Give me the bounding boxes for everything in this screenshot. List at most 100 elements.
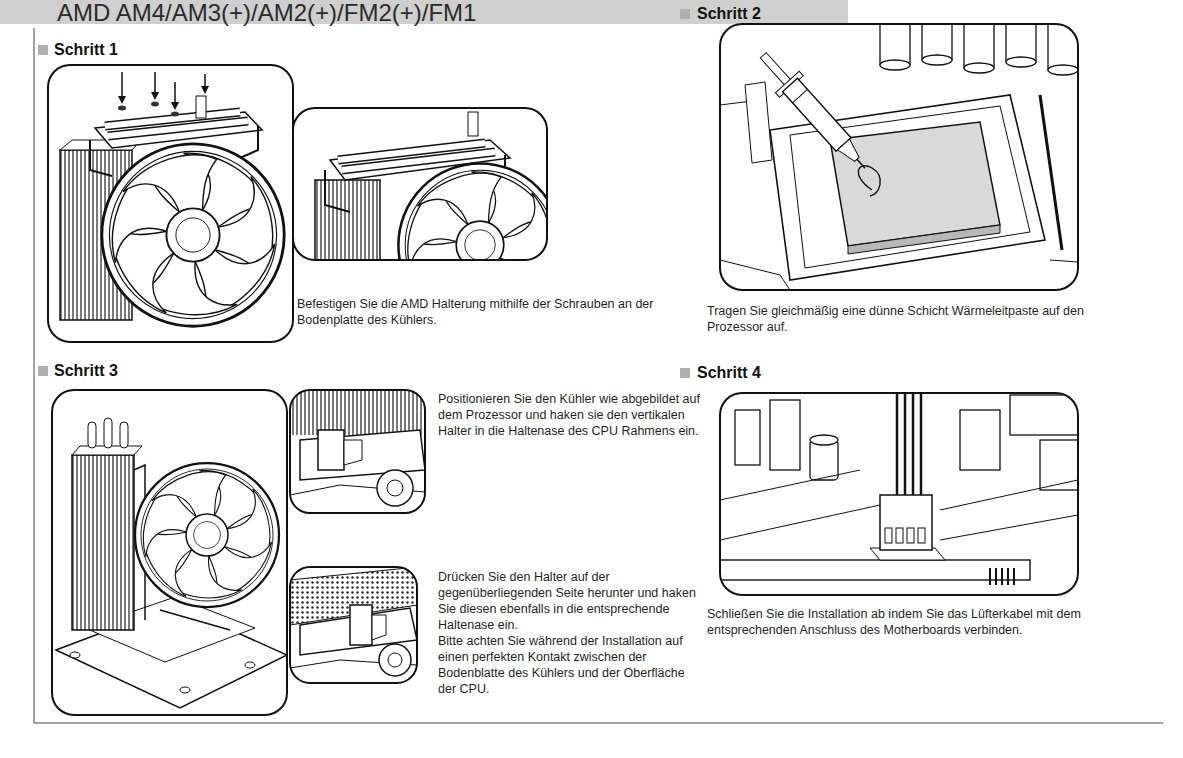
- cpu-socket-drawing: [720, 24, 1078, 290]
- step-text: Befestigen Sie die AMD Halterung mithilf…: [297, 296, 682, 328]
- step-heading: Schritt 4: [697, 363, 761, 383]
- latch-detail: [290, 390, 425, 506]
- latch-detail: [388, 653, 402, 667]
- cpu-socket-drawing: [880, 24, 910, 65]
- step-marker: [38, 366, 48, 376]
- cpu-socket-drawing: [830, 122, 1000, 246]
- step-marker: [680, 9, 690, 19]
- fan-connector-drawing: [904, 393, 907, 497]
- step-heading: Schritt 2: [697, 4, 761, 24]
- cooler-drawing: [108, 121, 248, 136]
- latch-detail: [379, 644, 411, 676]
- page-frame: [34, 723, 1163, 724]
- cooler-detail: [468, 112, 478, 136]
- cooler-on-board: [126, 449, 287, 619]
- fan-connector-drawing: [720, 560, 1030, 580]
- cpu-socket-drawing: [964, 24, 994, 68]
- cooler-on-board: [120, 422, 128, 448]
- latch-detail: [290, 390, 425, 435]
- latch-detail: [372, 615, 386, 640]
- syringe: [783, 78, 851, 151]
- step-marker: [38, 45, 48, 55]
- step-text: Positionieren Sie den Kühler wie abgebil…: [438, 391, 700, 439]
- fan-connector-drawing: [720, 393, 1078, 585]
- step-heading: Schritt 1: [54, 40, 118, 60]
- screw-arrow: [118, 72, 209, 117]
- syringe: [793, 89, 808, 102]
- screw-arrow: [204, 74, 206, 88]
- step-text-group: Drücken Sie den Halter auf der gegenüber…: [438, 569, 700, 697]
- fan-connector-drawing: [990, 568, 1014, 585]
- step-text: Drücken Sie den Halter auf der gegenüber…: [438, 569, 700, 633]
- screw-arrow: [174, 82, 176, 104]
- cooler-drawing: [60, 72, 293, 341]
- screw-arrow: [171, 112, 179, 117]
- cooler-drawing: [108, 121, 248, 136]
- fan-connector-drawing: [896, 528, 903, 543]
- fan-connector-drawing: [1010, 395, 1078, 435]
- latch-detail: [344, 440, 362, 465]
- cpu-socket-drawing: [922, 55, 952, 65]
- screw-arrow: [154, 72, 156, 94]
- illustration-frame: [290, 390, 425, 513]
- screw-arrow: [121, 72, 123, 98]
- latch-detail: [290, 567, 417, 676]
- latch-detail: [387, 480, 403, 496]
- cpu-socket-drawing: [880, 60, 910, 70]
- cooler-drawing: [95, 112, 262, 148]
- cpu-socket-drawing: [1048, 24, 1078, 70]
- screw-arrow: [118, 96, 126, 104]
- cooler-on-board: [72, 455, 134, 630]
- step-text: Bitte achten Sie während der Installatio…: [438, 633, 700, 697]
- cooler-on-board: [88, 422, 96, 448]
- illustration-frame: [293, 108, 547, 260]
- cooler-drawing: [91, 126, 293, 341]
- step-text: Schließen Sie die Installation ab indem …: [707, 606, 1147, 638]
- latch-detail: [318, 430, 344, 470]
- cooler-on-board: [180, 687, 190, 693]
- illustration-frame: [48, 65, 293, 342]
- illustration-frame: [720, 393, 1078, 595]
- screw-arrow: [118, 106, 126, 111]
- cooler-drawing: [196, 96, 206, 118]
- fan-connector-drawing: [885, 528, 892, 543]
- cpu-socket-drawing: [848, 225, 1000, 254]
- syringe: [857, 159, 865, 168]
- fan-connector-drawing: [880, 495, 932, 550]
- latch-detail: [350, 605, 372, 645]
- cpu-socket-drawing: [880, 24, 1078, 75]
- cooler-on-board: [104, 418, 112, 448]
- step-marker: [680, 368, 690, 378]
- cooler-on-board: [70, 652, 80, 658]
- screw-arrow: [151, 102, 159, 107]
- fan-connector-drawing: [960, 410, 1000, 470]
- screw-arrow: [151, 92, 159, 100]
- step-text: Tragen Sie gleichmäßig eine dünne Schich…: [707, 303, 1127, 335]
- cpu-socket-drawing: [1040, 95, 1062, 250]
- cpu-socket-drawing: [1006, 57, 1036, 67]
- page-title: AMD AM4/AM3(+)/AM2(+)/FM2(+)/FM1: [57, 0, 476, 26]
- cpu-socket-drawing: [964, 63, 994, 73]
- fan-connector-drawing: [810, 440, 838, 480]
- screw-arrow: [201, 86, 209, 94]
- fan-connector-drawing: [912, 393, 915, 497]
- fan-connector-drawing: [896, 393, 899, 497]
- fan-connector-drawing: [810, 435, 838, 445]
- step-heading: Schritt 3: [54, 361, 118, 381]
- illustration-frame: [290, 567, 417, 683]
- cpu-socket-drawing: [1006, 24, 1036, 62]
- cooler-detail: [389, 148, 547, 260]
- screw-arrow: [171, 102, 179, 110]
- cooler-on-board: [56, 418, 287, 708]
- syringe: [751, 45, 876, 179]
- cpu-socket-drawing: [745, 82, 772, 163]
- cpu-socket-drawing: [858, 166, 880, 196]
- illustration-frame: [720, 24, 1078, 290]
- page-frame: [34, 28, 35, 723]
- fan-connector-drawing: [918, 528, 925, 543]
- cooler-detail: [315, 112, 547, 260]
- cooler-on-board: [245, 662, 255, 668]
- cpu-socket-drawing: [1048, 65, 1078, 75]
- illustration-frame: [52, 390, 287, 715]
- latch-detail: [377, 470, 413, 506]
